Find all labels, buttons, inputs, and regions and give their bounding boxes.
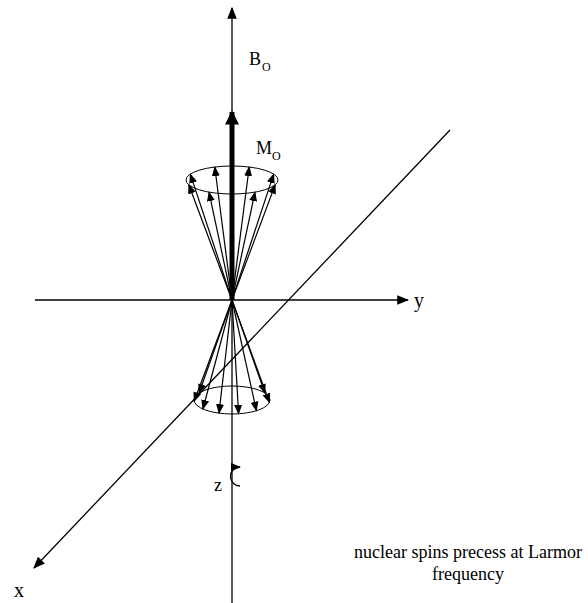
label-holder: O	[272, 150, 281, 162]
field-subscript: O	[262, 61, 271, 73]
field-symbol: B	[249, 50, 261, 68]
spin-vector	[189, 185, 232, 300]
spin-vector	[232, 300, 265, 393]
label-holder: nuclear spins precess at Larmor frequenc…	[352, 542, 584, 585]
label-holder: B	[249, 50, 261, 68]
axis-label: y	[414, 290, 424, 310]
caption-note: nuclear spins precess at Larmor frequenc…	[352, 542, 584, 585]
label-holder: y	[414, 290, 424, 310]
spin-vector	[232, 185, 275, 300]
spin-vector	[199, 300, 232, 393]
spin-vector	[232, 174, 274, 300]
rotation-arrow	[231, 467, 240, 486]
label-holder: O	[262, 61, 271, 73]
label-holder: z	[214, 476, 222, 494]
label-holder: x	[14, 580, 24, 600]
spin-vector	[232, 300, 269, 402]
spin-vector	[232, 192, 255, 300]
axis-label: z	[214, 476, 222, 494]
y-axis	[35, 299, 408, 300]
label-holder: M	[256, 139, 272, 157]
spin-vector	[209, 192, 232, 300]
magnetization-symbol: M	[256, 139, 272, 157]
spin-vector	[203, 300, 232, 409]
spin-vector	[190, 174, 232, 300]
net-magnetization-arrow	[230, 112, 235, 300]
axis-label: x	[14, 580, 24, 600]
magnetization-subscript: O	[272, 150, 281, 162]
coordinate-axes	[34, 8, 450, 603]
x-axis	[34, 130, 450, 568]
